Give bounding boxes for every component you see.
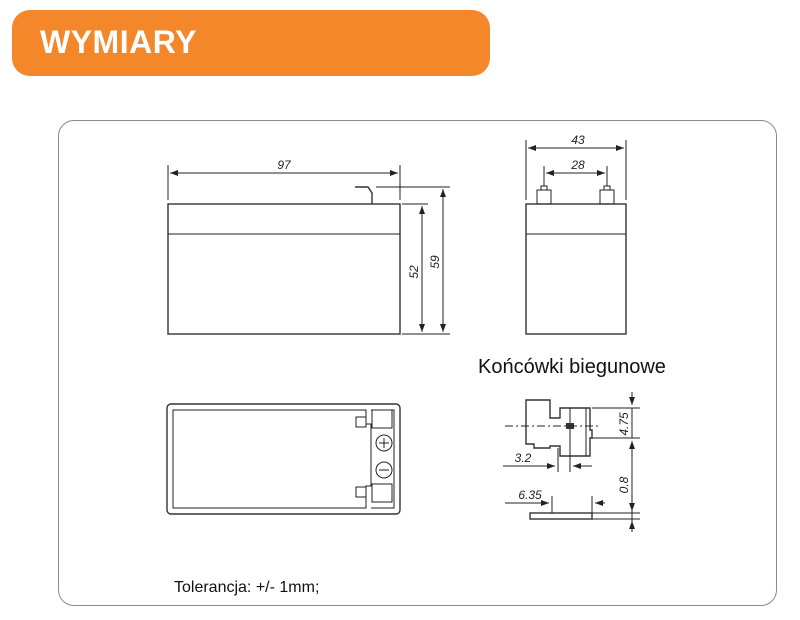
terminal-blade-section	[529, 512, 593, 520]
dim-59-label: 59	[428, 255, 442, 269]
front-case-outline	[167, 203, 401, 335]
top-case-inner	[172, 409, 372, 509]
header-title: WYMIARY	[40, 24, 197, 60]
minus-symbol-icon	[375, 461, 393, 479]
dim-475-label: 4.75	[617, 412, 631, 436]
header-banner: WYMIARY	[12, 10, 490, 76]
tolerance-note: Tolerancja: +/- 1mm;	[174, 579, 319, 596]
side-terminal-left	[536, 189, 552, 205]
top-terminal-neg	[355, 486, 367, 498]
top-case-outer	[166, 403, 401, 515]
side-case-outline	[525, 203, 627, 335]
side-terminal-right	[599, 189, 615, 205]
dim-635-label: 6.35	[518, 488, 542, 502]
terminal-detail: 4.75 3.2 0.8 6.35	[503, 392, 640, 532]
plus-symbol-icon	[375, 434, 393, 452]
dim-28-label: 28	[570, 158, 585, 172]
dim-32-label: 3.2	[515, 451, 532, 465]
front-view: 97 52 59	[167, 158, 450, 335]
front-terminal-tab	[355, 186, 373, 204]
dim-52-label: 52	[407, 265, 421, 279]
terminals-title: Końcówki biegunowe	[478, 356, 666, 378]
top-view	[166, 403, 401, 515]
side-view: 43 28	[525, 133, 627, 335]
dim-08-label: 0.8	[617, 476, 631, 493]
dim-43-label: 43	[571, 133, 585, 147]
drawing-panel	[58, 120, 777, 606]
top-terminal-pos	[355, 416, 367, 428]
terminal-profile	[525, 399, 593, 457]
dim-97-label: 97	[277, 158, 292, 172]
